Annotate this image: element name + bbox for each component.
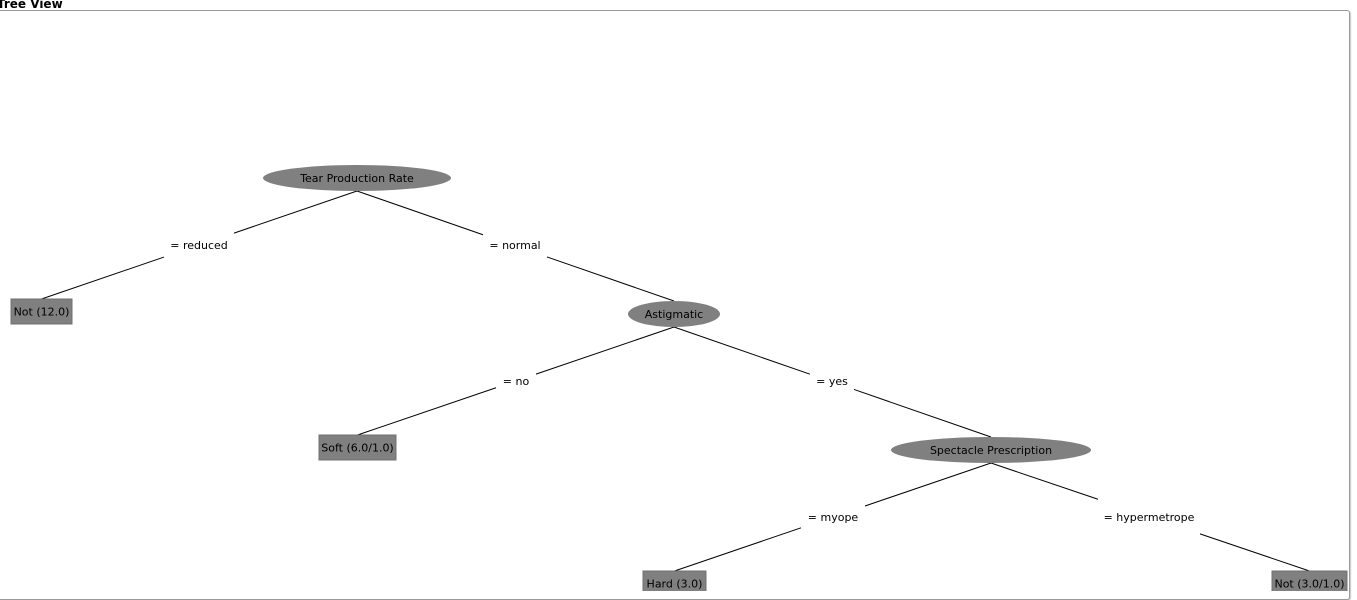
nodes-layer: Tear Production RateAstigmaticSpectacle … bbox=[10, 165, 1348, 591]
edge-line-upper bbox=[233, 190, 358, 234]
leaf-node-label: Not (3.0/1.0) bbox=[1274, 578, 1344, 591]
decision-node[interactable]: Spectacle Prescription bbox=[891, 437, 1091, 463]
leaf-node[interactable]: Not (3.0/1.0) bbox=[1271, 570, 1348, 591]
leaf-node[interactable]: Not (12.0) bbox=[10, 298, 73, 325]
decision-node-label: Spectacle Prescription bbox=[930, 444, 1052, 457]
decision-node-shape[interactable] bbox=[628, 301, 720, 327]
tree-panel: = reduced = normal = no = yes = myope = hyper… bbox=[0, 10, 1350, 600]
edge-line-upper bbox=[864, 462, 992, 507]
leaf-node-label: Soft (6.0/1.0) bbox=[321, 442, 393, 455]
tree-edge: = myope bbox=[674, 462, 992, 572]
edge-line-upper bbox=[673, 326, 811, 375]
decision-node[interactable]: Tear Production Rate bbox=[263, 165, 451, 191]
window-title: Tree View bbox=[0, 0, 63, 11]
leaf-node-label: Not (12.0) bbox=[14, 306, 70, 319]
edge-label: = hypermetrope bbox=[1104, 511, 1195, 524]
leaf-node-label: Hard (3.0) bbox=[647, 578, 703, 591]
edge-line-upper bbox=[356, 190, 484, 236]
decision-node[interactable]: Astigmatic bbox=[628, 301, 720, 327]
leaf-node-box[interactable] bbox=[1271, 570, 1348, 591]
tree-edge: = no bbox=[357, 326, 675, 436]
edge-line-lower bbox=[546, 256, 675, 302]
leaf-node-box[interactable] bbox=[642, 570, 707, 591]
edge-label: = yes bbox=[816, 375, 848, 388]
leaf-node-box[interactable] bbox=[10, 298, 73, 325]
edge-line-upper bbox=[535, 326, 675, 375]
decision-node-label: Astigmatic bbox=[645, 308, 703, 321]
tree-diagram: = reduced = normal = no = yes = myope = hyper… bbox=[10, 165, 1348, 591]
decision-node-shape[interactable] bbox=[263, 165, 451, 191]
tree-edge: = hypermetrope bbox=[990, 462, 1310, 572]
edges-layer: = reduced = normal = no = yes = myope = hyper… bbox=[41, 190, 1310, 572]
leaf-node[interactable]: Soft (6.0/1.0) bbox=[318, 434, 397, 461]
tree-edge: = yes bbox=[673, 326, 992, 438]
tree-edge: = reduced bbox=[41, 190, 358, 300]
edge-label: = normal bbox=[489, 239, 540, 252]
edge-line-upper bbox=[990, 462, 1099, 500]
edge-label: = reduced bbox=[170, 239, 228, 252]
edge-label: = myope bbox=[808, 511, 859, 524]
edge-line-lower bbox=[853, 388, 992, 438]
decision-node-shape[interactable] bbox=[891, 437, 1091, 463]
edge-line-lower bbox=[674, 527, 802, 572]
tree-edge: = normal bbox=[356, 190, 675, 302]
edge-label: = no bbox=[503, 375, 530, 388]
edge-line-lower bbox=[357, 387, 497, 436]
decision-node-label: Tear Production Rate bbox=[299, 172, 414, 185]
edge-line-lower bbox=[1199, 533, 1310, 572]
leaf-node-box[interactable] bbox=[318, 434, 397, 461]
edge-line-lower bbox=[41, 256, 165, 300]
leaf-node[interactable]: Hard (3.0) bbox=[642, 570, 707, 591]
